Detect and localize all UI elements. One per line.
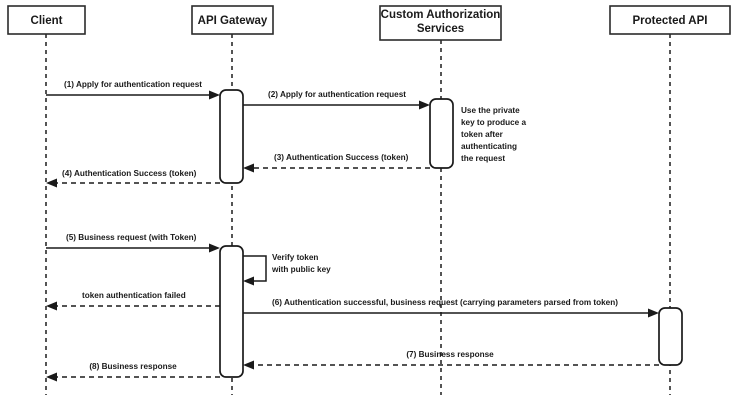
- message-3-label: (3) Authentication Success (token): [274, 153, 409, 162]
- message-4-label: (4) Authentication Success (token): [62, 169, 197, 178]
- activation-gateway-auth-phase[interactable]: [219, 89, 244, 184]
- message-3[interactable]: (3) Authentication Success (token): [243, 153, 430, 173]
- message-6-arrowhead: [648, 308, 659, 318]
- participant-client[interactable]: Client: [7, 5, 86, 35]
- note-private-key-line-4: authenticating: [461, 142, 517, 151]
- message-2-arrowhead: [419, 100, 430, 110]
- note-private-key: Use the private key to produce a token a…: [461, 106, 527, 163]
- message-7[interactable]: (7) Business response: [243, 350, 659, 370]
- participant-authsvc[interactable]: Custom Authorization Services: [379, 5, 502, 41]
- message-6-label: (6) Authentication successful, business …: [272, 298, 618, 307]
- participant-label-authsvc-line1: Custom Authorization: [381, 9, 501, 21]
- participant-box-authsvc[interactable]: [379, 5, 502, 41]
- message-1-label: (1) Apply for authentication request: [64, 80, 202, 89]
- participant-box-client[interactable]: [7, 5, 86, 35]
- message-1[interactable]: (1) Apply for authentication request: [46, 80, 220, 100]
- message-1-arrowhead: [209, 90, 220, 100]
- participant-label-gateway: API Gateway: [198, 15, 268, 27]
- activation-bars-group: [219, 89, 683, 378]
- note-private-key-line-2: key to produce a: [461, 118, 527, 127]
- note-private-key-line-5: the request: [461, 154, 505, 163]
- message-self-verify-token-arrowhead: [243, 276, 254, 286]
- message-token-authentication-failed-arrowhead: [46, 301, 57, 311]
- message-5-arrowhead: [209, 243, 220, 253]
- message-7-label: (7) Business response: [406, 350, 494, 359]
- note-private-key-line-1: Use the private: [461, 106, 520, 115]
- participant-label-client: Client: [31, 15, 63, 27]
- message-8-arrowhead: [46, 372, 57, 382]
- message-token-authentication-failed-label: token authentication failed: [82, 291, 186, 300]
- activation-gateway-business-phase[interactable]: [219, 245, 244, 378]
- note-private-key-line-3: token after: [461, 130, 504, 139]
- message-5-label: (5) Business request (with Token): [66, 233, 197, 242]
- participant-box-protected[interactable]: [609, 5, 731, 35]
- participant-label-protected: Protected API: [633, 15, 708, 27]
- participant-box-gateway[interactable]: [191, 5, 274, 35]
- message-self-verify-token-line: [243, 255, 267, 282]
- message-8-label: (8) Business response: [89, 362, 177, 371]
- message-4[interactable]: (4) Authentication Success (token): [46, 169, 220, 188]
- message-2-label: (2) Apply for authentication request: [268, 90, 406, 99]
- message-self-verify-token-label-line1: Verify token: [272, 253, 318, 262]
- message-self-verify-token-label-line2: with public key: [271, 265, 331, 274]
- message-3-arrowhead: [243, 163, 254, 173]
- message-2[interactable]: (2) Apply for authentication request: [243, 90, 430, 110]
- participant-protected[interactable]: Protected API: [609, 5, 731, 35]
- message-6[interactable]: (6) Authentication successful, business …: [243, 298, 659, 318]
- message-4-arrowhead: [46, 178, 57, 188]
- message-self-verify-token[interactable]: Verify token with public key: [243, 253, 331, 286]
- message-token-authentication-failed[interactable]: token authentication failed: [46, 291, 220, 311]
- participant-label-authsvc-line2: Services: [417, 23, 464, 35]
- activation-protected[interactable]: [658, 307, 683, 366]
- participant-gateway[interactable]: API Gateway: [191, 5, 274, 35]
- message-7-arrowhead: [243, 360, 254, 370]
- message-8[interactable]: (8) Business response: [46, 362, 220, 382]
- activation-authsvc[interactable]: [429, 98, 454, 169]
- message-5[interactable]: (5) Business request (with Token): [46, 233, 220, 253]
